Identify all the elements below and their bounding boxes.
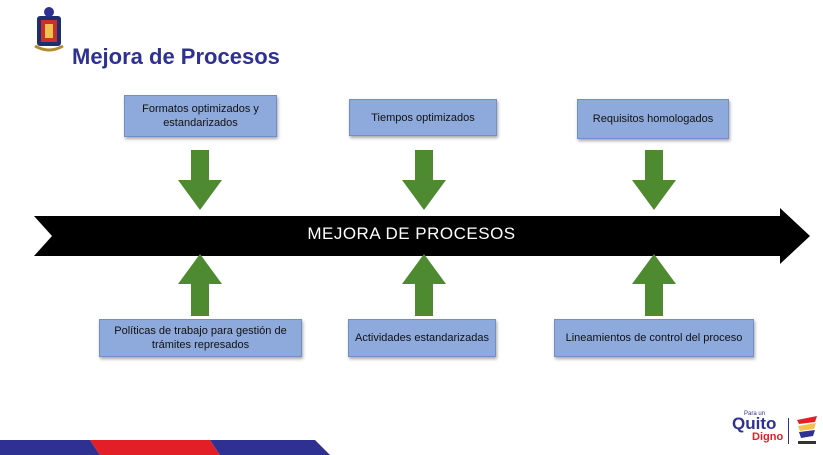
brand-suffix: Digno (752, 431, 784, 443)
top-box-requisitos: Requisitos homologados (577, 99, 729, 139)
municipality-emblem-icon (797, 416, 817, 444)
bottom-box-politicas: Políticas de trabajo para gestión de trá… (99, 319, 302, 357)
footer-stripe (0, 440, 330, 455)
up-arrow-1 (178, 254, 222, 316)
quito-logo-icon: Quito (732, 414, 777, 433)
bottom-box-label: Actividades estandarizadas (355, 332, 489, 344)
bottom-box-actividades: Actividades estandarizadas (348, 319, 496, 357)
process-banner-arrow (34, 208, 810, 264)
banner-label: MEJORA DE PROCESOS (307, 224, 516, 243)
top-box-label: Tiempos optimizados (371, 111, 475, 124)
up-arrow-3 (632, 254, 676, 316)
coat-of-arms-icon (34, 7, 64, 52)
top-box-tiempos: Tiempos optimizados (349, 99, 497, 136)
bottom-box-label: Lineamientos de control del proceso (565, 332, 743, 344)
top-box-formatos: Formatos optimizados y estandarizados (124, 95, 277, 137)
down-arrow-2 (402, 150, 446, 210)
down-arrow-3 (632, 150, 676, 210)
top-box-label: Formatos optimizados y estandarizados (142, 103, 259, 129)
up-arrow-2 (402, 254, 446, 316)
down-arrow-1 (178, 150, 222, 210)
page-title: Mejora de Procesos (72, 44, 280, 69)
top-box-label: Requisitos homologados (592, 113, 714, 125)
bottom-box-label: Políticas de trabajo para gestión de trá… (114, 325, 287, 351)
brand-divider (788, 418, 789, 444)
bottom-box-lineamientos: Lineamientos de control del proceso (554, 319, 754, 357)
brand-prefix: Para un (744, 411, 766, 417)
